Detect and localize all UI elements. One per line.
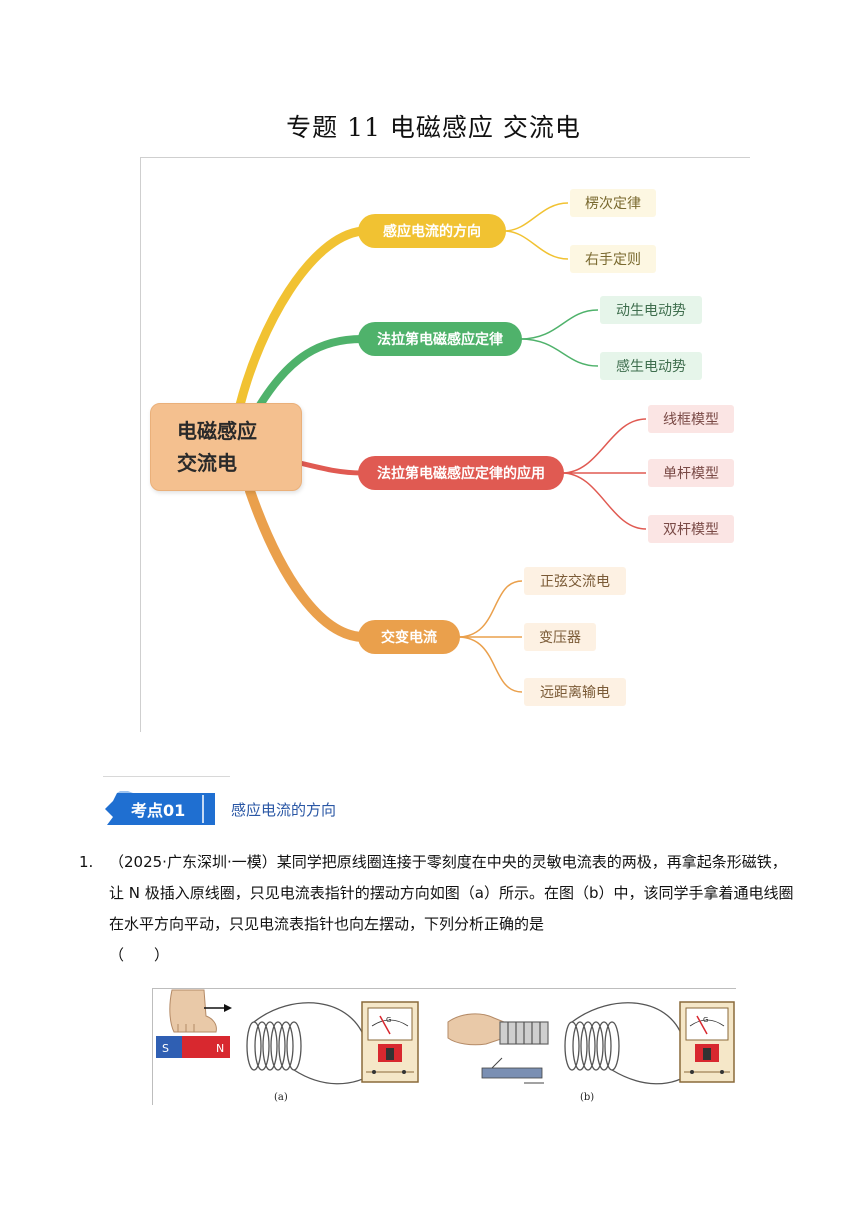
- branch-faraday-law-application: 法拉第电磁感应定律的应用: [358, 456, 564, 490]
- meter-g-label-a: G: [386, 1016, 391, 1024]
- section-badge: [105, 791, 215, 825]
- leaf-sinusoidal-ac: 正弦交流电: [524, 567, 626, 595]
- question-1: 1. （2025·广东深圳·一模）某同学把原线圈连接于零刻度在中央的灵敏电流表的…: [79, 847, 799, 971]
- leaf-frame-model: 线框模型: [648, 405, 734, 433]
- question-text: （2025·广东深圳·一模）某同学把原线圈连接于零刻度在中央的灵敏电流表的两极，…: [109, 853, 794, 933]
- mind-map-connectors: [235, 202, 647, 693]
- connector-orange-leaf-1: [457, 580, 523, 638]
- root-line-1: 电磁感应: [177, 419, 257, 443]
- connector-green: [256, 335, 366, 409]
- hand-icon-b: [447, 1013, 505, 1046]
- galvanometer-icon-a: G: [361, 1001, 419, 1083]
- coil-icon-b: [564, 1002, 693, 1085]
- hand-icon-a: [169, 989, 217, 1033]
- coil-icon-a: [246, 1002, 377, 1085]
- magnet-n-label: N: [216, 1042, 224, 1055]
- connector-red-leaf-3: [561, 472, 647, 530]
- leaf-transformer: 变压器: [524, 623, 596, 651]
- answer-parentheses: （ ）: [109, 946, 170, 964]
- leaf-motional-emf: 动生电动势: [600, 296, 702, 324]
- section-badge-text: 考点01: [131, 801, 186, 820]
- connector-yellow-leaf-1: [503, 202, 569, 232]
- question-number: 1.: [79, 853, 94, 871]
- figure-border-left: [152, 988, 153, 1105]
- branch-faraday-law: 法拉第电磁感应定律: [358, 322, 522, 356]
- small-coil-icon-b: [499, 1021, 549, 1045]
- bar-magnet-icon-a: S N: [156, 1036, 230, 1058]
- connector-green-leaf-2: [519, 338, 599, 367]
- connector-red: [297, 460, 365, 476]
- mind-map-root: 电磁感应 交流电: [150, 403, 302, 491]
- mind-map-border-left: [140, 157, 141, 732]
- figure-label-b: (b): [580, 1092, 594, 1103]
- connector-yellow-leaf-2: [503, 230, 569, 260]
- mind-map: 电磁感应 交流电 感应电流的方向 法拉第电磁感应定律 法拉第电磁感应定律的应用 …: [140, 157, 750, 732]
- connector-yellow: [235, 226, 367, 410]
- connector-orange: [245, 486, 367, 642]
- leaf-long-distance-transmission: 远距离输电: [524, 678, 626, 706]
- leaf-right-hand-rule: 右手定则: [570, 245, 656, 273]
- root-line-2: 交流电: [177, 451, 237, 475]
- leaf-lenz-law: 楞次定律: [570, 189, 656, 217]
- leaf-single-rod-model: 单杆模型: [648, 459, 734, 487]
- magnet-s-label: S: [162, 1042, 169, 1055]
- connector-red-leaf-1: [561, 418, 647, 474]
- page-title: 专题 11 电磁感应 交流电: [286, 113, 581, 142]
- figure-drawing: S N G: [156, 989, 735, 1103]
- mind-map-border-top: [140, 157, 750, 158]
- meter-g-label-b: G: [703, 1016, 708, 1024]
- branch-induced-current-direction: 感应电流的方向: [358, 214, 506, 248]
- battery-switch-icon-b: [481, 1057, 544, 1084]
- section-label: 感应电流的方向: [231, 801, 337, 819]
- figure-label-a: (a): [274, 1092, 288, 1103]
- galvanometer-icon-b: G: [679, 1001, 735, 1083]
- arrow-right-icon: [204, 1004, 232, 1012]
- figure-border-top: [152, 988, 736, 989]
- leaf-double-rod-model: 双杆模型: [648, 515, 734, 543]
- branch-alternating-current: 交变电流: [358, 620, 460, 654]
- connector-orange-leaf-3: [457, 636, 523, 693]
- leaf-induced-emf: 感生电动势: [600, 352, 702, 380]
- connector-green-leaf-1: [519, 309, 599, 340]
- section-divider: [103, 776, 230, 777]
- question-figure: S N G: [152, 988, 736, 1105]
